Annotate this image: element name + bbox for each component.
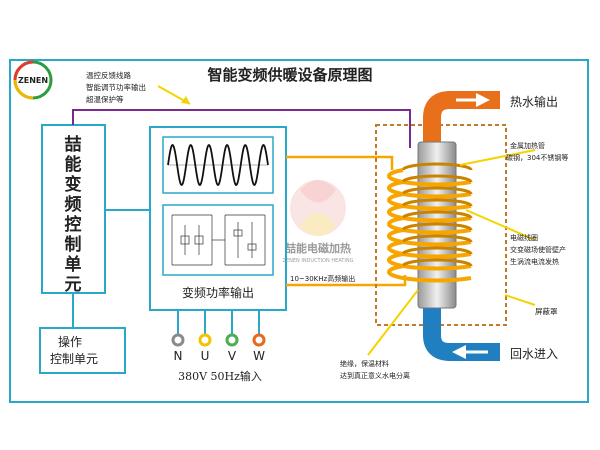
coil-turn-back [401, 234, 473, 243]
coil-note-1: 电磁线圈 [510, 233, 538, 242]
feedback-line [72, 109, 411, 148]
zenen-logo: ZENEN [13, 60, 53, 100]
hot-water-arrow [476, 93, 490, 107]
pipe-note-2: 碳钢，304不锈钢等 [506, 153, 568, 162]
watermark-en: ZENEN INDUCTION HEATING [283, 258, 354, 264]
operation-unit-box [39, 327, 126, 374]
return-water-pipe [423, 300, 500, 361]
feedback-pointer-head [181, 96, 190, 104]
hot-water-label: 热水输出 [510, 94, 558, 109]
terminal-n [171, 333, 185, 347]
terminal-label: U [201, 349, 210, 363]
terminal-label: N [174, 349, 183, 363]
inverter-box [149, 126, 287, 311]
feedback-note-2: 智能调节功率输出 [86, 82, 146, 92]
insulation-note-2: 达到真正意义水电分离 [340, 371, 410, 380]
coil-turn-back [401, 210, 473, 219]
return-water-label: 回水进入 [510, 347, 558, 361]
logo-text: ZENEN [18, 76, 48, 85]
induction-coil [386, 162, 473, 283]
terminal-label: V [228, 349, 237, 363]
feedback-note-3: 超温保护等 [86, 94, 124, 104]
terminal-label: W [253, 349, 265, 363]
hot-water-pipe [423, 91, 500, 148]
circuit-schematic [171, 214, 266, 266]
watermark-cn: 喆能电磁加热 [285, 241, 351, 255]
return-water-arrow [452, 345, 466, 359]
watermark: 喆能电磁加热 ZENEN INDUCTION HEATING [283, 180, 354, 264]
terminal-u [198, 333, 212, 347]
hf-output-line-top [286, 155, 394, 170]
control-unit-char: 控 [65, 214, 82, 235]
coil-turn-back [401, 186, 473, 195]
control-unit-char: 制 [65, 234, 82, 255]
operation-unit-label-1: 操作 [58, 334, 82, 349]
coil-turn-front [386, 264, 472, 283]
coil-turn-back [401, 258, 473, 267]
hf-output-label: 10~30KHz高频输出 [290, 274, 355, 283]
outer-frame [9, 59, 589, 403]
control-unit-char: 频 [65, 194, 82, 215]
shield-label: 屏蔽罩 [535, 306, 558, 316]
coil-turn-back [401, 162, 473, 171]
power-input-label: 380V 50Hz输入 [178, 369, 262, 383]
inverter-label: 变频功率输出 [182, 285, 254, 300]
annotation-pointers [367, 149, 536, 356]
coil-turn-back [401, 198, 473, 207]
control-unit-char: 元 [65, 275, 82, 295]
sine-waveform [167, 143, 269, 187]
operation-unit-label-2: 控制单元 [50, 352, 98, 366]
control-unit-char: 能 [65, 154, 82, 175]
pipe-note-1: 金属加热管 [510, 141, 545, 150]
control-unit-char: 喆 [65, 134, 82, 155]
coil-turn-back [401, 174, 473, 183]
coil-note-2: 交变磁场使管壁产 [510, 245, 566, 254]
terminal-w [252, 333, 266, 347]
terminal-v [225, 333, 239, 347]
coil-note-3: 生涡流电流发热 [510, 257, 559, 266]
coil-turn-back [401, 222, 473, 231]
diagram-title: 智能变频供暖设备原理图 [207, 66, 372, 84]
insulation-note-1: 绝缘，保温材料 [340, 359, 389, 368]
control-unit-char: 变 [65, 174, 82, 195]
coil-turn-back [401, 246, 473, 255]
control-unit-char: 单 [65, 254, 82, 275]
feedback-note-1: 温控反馈线路 [86, 70, 131, 80]
